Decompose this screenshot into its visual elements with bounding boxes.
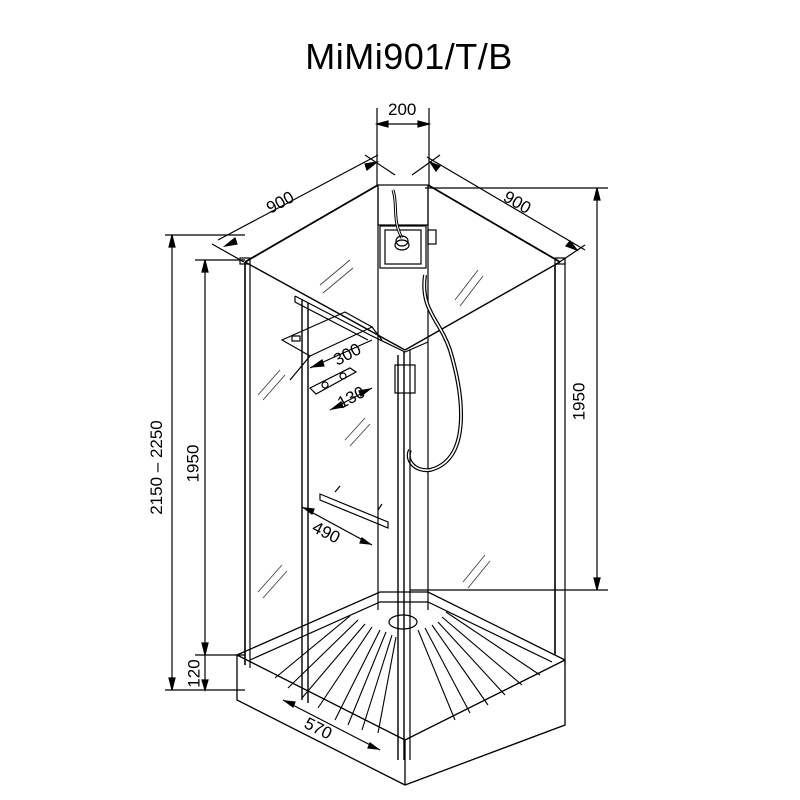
label-right-glass-height: 1950 (569, 382, 589, 421)
dimension-lower-shelf (301, 506, 373, 546)
shower-hose (406, 274, 463, 473)
dimension-left-depth (211, 154, 396, 263)
lower-shelf (319, 485, 389, 529)
dimension-upper-shelf (309, 339, 373, 369)
label-total-height: 2150 – 2250 (146, 420, 166, 515)
shower-column (377, 184, 437, 610)
label-left-glass-height: 1950 (183, 444, 203, 483)
right-glass-panel (454, 262, 566, 665)
dimension-right-height (410, 187, 608, 591)
door-frame (294, 295, 429, 760)
label-tray-height: 120 (184, 659, 204, 688)
dimension-left-heights (165, 234, 245, 693)
left-glass-panel (244, 259, 371, 668)
dimension-door-width (282, 699, 381, 751)
model-title: MiMi901/T/B (305, 36, 513, 77)
label-column-width: 200 (388, 100, 417, 119)
shower-tray (236, 591, 566, 786)
dimension-right-depth (411, 154, 586, 266)
upper-shelf (280, 311, 383, 381)
dimension-hook-rail (329, 387, 373, 411)
hook-rail (308, 367, 358, 395)
dimension-column-width (374, 108, 432, 185)
